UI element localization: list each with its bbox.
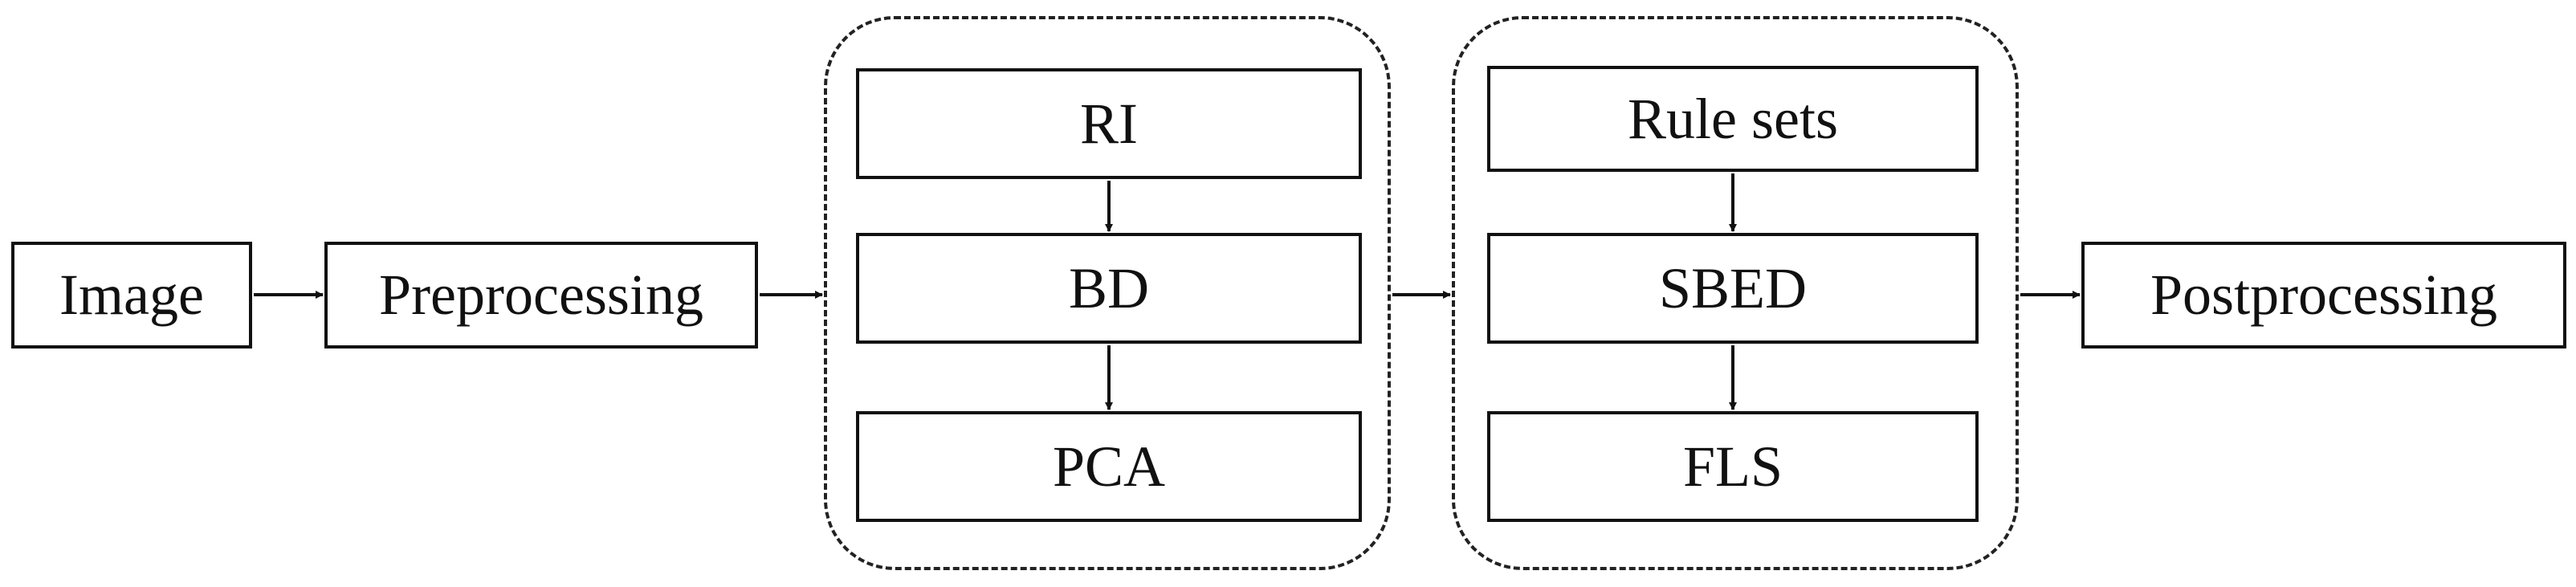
ri-node: RI	[856, 68, 1362, 179]
postprocessing-node: Postprocessing	[2081, 242, 2566, 349]
bd-node: BD	[856, 233, 1362, 344]
preprocessing-node: Preprocessing	[324, 242, 758, 349]
fls-node: FLS	[1487, 411, 1979, 522]
pca-node: PCA	[856, 411, 1362, 522]
image-node: Image	[11, 242, 252, 349]
classification-group	[1452, 16, 2019, 570]
feature-extraction-group	[824, 16, 1391, 570]
sbed-node: SBED	[1487, 233, 1979, 344]
rule-sets-node: Rule sets	[1487, 66, 1979, 172]
